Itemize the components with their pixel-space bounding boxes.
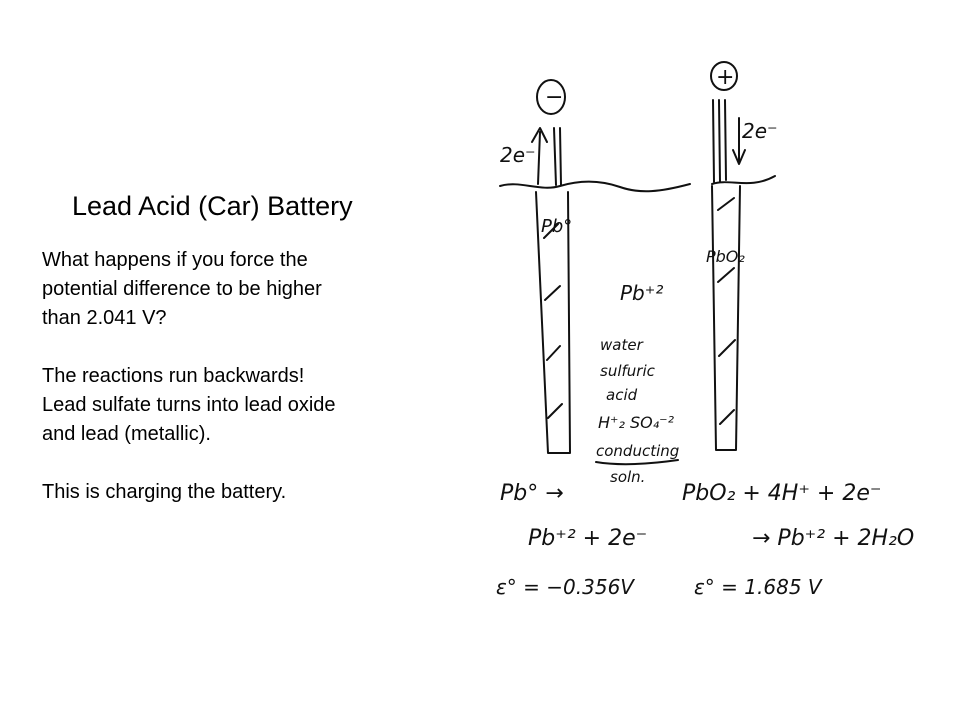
right-electron-arrow [732,117,746,165]
positive-terminal-circle [710,61,738,91]
body-line: than 2.041 V? [42,307,167,329]
body-line: What happens if you force the [42,249,308,271]
conducting-label: conducting [596,442,679,460]
solution-abbrev-label: soln. [610,468,645,486]
right-electrode-label: PbO₂ [706,247,745,266]
solution-formula: H⁺₂ SO₄⁻² [598,413,675,432]
left-potential: ε° = −0.356V [496,575,635,599]
conducting-underline [595,459,679,466]
electrolyte-surface-line [499,175,776,193]
right-reactant: PbO₂ + 4H⁺ + 2e⁻ [682,481,882,506]
conclusion-paragraph: This is charging the battery. [42,478,452,507]
left-electron-label: 2e⁻ [500,143,536,167]
solution-ion-label: Pb⁺² [620,281,663,305]
body-line: The reactions run backwards! [42,365,305,387]
right-electrode [711,185,741,451]
left-product: Pb⁺² + 2e⁻ [528,526,647,551]
solution-label-water: water [600,336,644,354]
positive-terminal-sign: + [716,65,734,90]
right-electron-label: 2e⁻ [742,119,778,143]
left-reactant: Pb° → [500,481,564,506]
right-potential: ε° = 1.685 V [694,575,823,599]
slide-body: What happens if you force the potential … [42,246,452,536]
negative-terminal-circle [536,79,566,115]
left-wire [553,127,562,186]
left-electrode [535,191,571,454]
slide-title: Lead Acid (Car) Battery [72,191,353,221]
right-electrode-hatch [717,197,736,425]
body-line: potential difference to be higher [42,278,322,300]
left-electrode-label: Pb° [541,216,572,237]
body-line: Lead sulfate turns into lead oxide [42,394,336,416]
left-electron-arrow [531,127,548,185]
answer-paragraph: The reactions run backwards! Lead sulfat… [42,362,452,449]
right-product: → Pb⁺² + 2H₂O [752,526,914,551]
left-electrode-hatch [543,223,563,419]
question-paragraph: What happens if you force the potential … [42,246,452,333]
solution-label-sulfuric: sulfuric [600,362,656,380]
solution-label-acid: acid [606,386,638,404]
negative-terminal-sign: − [545,85,563,110]
body-line: This is charging the battery. [42,481,287,503]
body-line: and lead (metallic). [42,423,211,445]
right-wire [712,99,727,183]
